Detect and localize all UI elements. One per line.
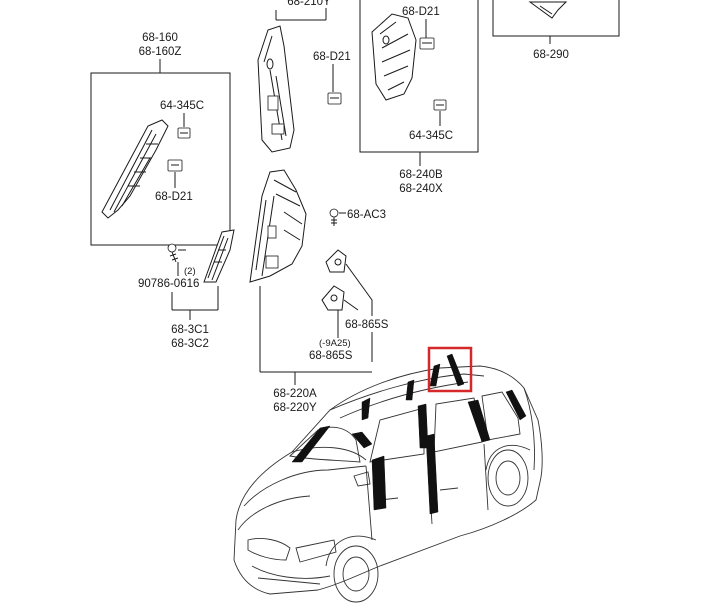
label-68-290: 68-290 (533, 49, 569, 61)
pillar-c (425, 433, 439, 515)
label-68-865s-a: 68-865S (345, 319, 389, 331)
b-pillar-trim-inner-part (371, 13, 417, 101)
label-68-3c1: 68-3C1 (171, 324, 209, 336)
trim-68-290-part (528, 1, 568, 19)
group-68-240: 68-D21 64-345C 68-240B 68-240X (359, 0, 479, 195)
garnish-68-3c-part (203, 229, 235, 283)
pillar-d-rear (505, 389, 527, 421)
label-68-d21-left: 68-D21 (155, 191, 193, 203)
highlight-box (427, 346, 473, 393)
clip-64-345c-right (433, 99, 447, 111)
label-68-240b: 68-240B (399, 169, 443, 181)
label-68-ac3: 68-AC3 (347, 209, 386, 221)
label-68-220y: 68-220Y (273, 402, 317, 414)
pillar-front-roof (361, 397, 371, 421)
b-pillar-upper-trim-part (257, 25, 295, 153)
belt-guide-upper (325, 249, 347, 273)
clip-68-d21-mid (419, 37, 435, 50)
callout-box-68-290 (492, 0, 620, 37)
label-68-240x: 68-240X (399, 183, 443, 195)
label-68-220a: 68-220A (273, 388, 317, 400)
group-68-220: 68-AC3 68-865S (-9A25) 68-865S 68-220A 6… (249, 169, 389, 414)
pillar-d-highlighted (446, 353, 465, 387)
a-pillar-trim-part (101, 119, 169, 219)
clip-68-d21-left (167, 159, 183, 172)
screw-90786-0616 (167, 243, 179, 263)
pillar-a-right (351, 431, 373, 449)
pillar-c-upper (467, 399, 491, 443)
group-68-210y: 68-210Y 68-D21 (257, 0, 351, 153)
belt-guide-lower (321, 285, 345, 311)
label-68-865s-b: 68-865S (309, 350, 353, 362)
callout-box-68-160 (90, 72, 231, 246)
label-68-3c2: 68-3C2 (171, 338, 209, 350)
pillar-b-roof (429, 363, 441, 387)
clip-64-345c-left (177, 127, 191, 139)
pillar-a-left (291, 425, 331, 463)
group-68-160: 68-160 68-160Z 64-345C 68-D21 (90, 32, 231, 246)
label-68-d21-top: 68-D21 (313, 51, 351, 63)
clip-68-d21-top (327, 92, 342, 105)
group-68-290: 68-290 (492, 0, 620, 61)
label-9a25: (-9A25) (319, 338, 351, 349)
label-68-160: 68-160 (142, 32, 178, 44)
bolt-68-ac3 (329, 208, 339, 226)
group-68-3c: (2) 90786-0616 68-3C1 68-3C2 (138, 229, 235, 350)
label-90786-0616: 90786-0616 (138, 278, 199, 290)
vehicle-illustration (233, 353, 543, 603)
label-64-345c-left: 64-345C (160, 100, 204, 112)
label-68-d21-mid: 68-D21 (402, 6, 440, 18)
b-pillar-lower-trim-part (249, 169, 307, 283)
pillar-b-upper (405, 379, 415, 401)
label-68-160z: 68-160Z (139, 46, 182, 58)
pillar-b-bottom (371, 455, 387, 511)
label-qty-2: (2) (184, 266, 196, 277)
label-64-345c-right: 64-345C (409, 130, 453, 142)
label-68-210y: 68-210Y (287, 0, 331, 8)
callout-box-68-240 (359, 0, 479, 153)
